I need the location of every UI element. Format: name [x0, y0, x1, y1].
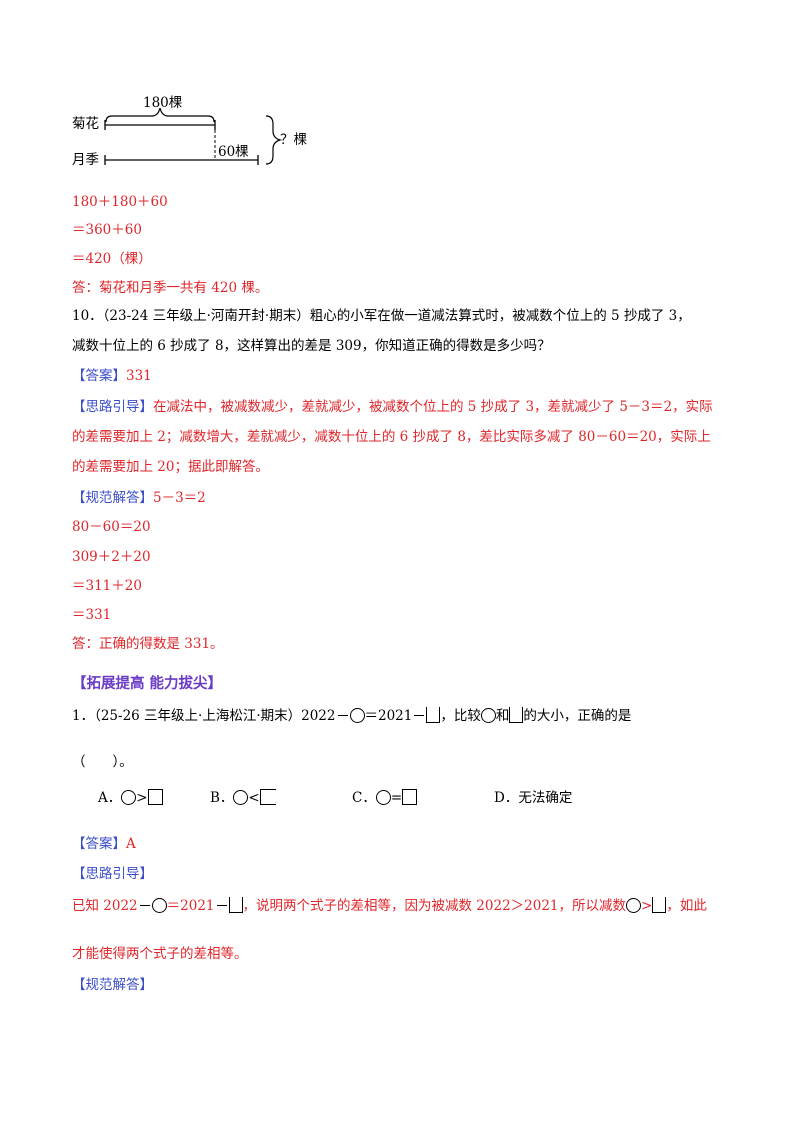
option-b-label: B．: [210, 790, 234, 806]
solution-line-1: 5－3＝2: [153, 490, 206, 506]
option-a-label: A．: [98, 790, 122, 806]
q1-hint-line-2: 才能使得两个式子的差相等。: [72, 946, 248, 962]
option-c-label: C．: [352, 790, 376, 806]
box-shape: [509, 707, 524, 723]
top-label: 180棵: [143, 95, 183, 111]
solution-line-5: ＝331: [72, 607, 112, 623]
q1-line-1: 1．（25-26 三年级上·上海松江·期末）2022 ＝2021 ，比较和的大小，正…: [72, 706, 631, 726]
q1-hint-line-1: 已知 2022 ＝2021 ，说明两个式子的差相等，因为被减数 2022＞2021，…: [72, 896, 707, 916]
q10-hint-line-2: 的差需要加上 2；减数增大，差就减少，减数十位上的 6 抄成了 8，差比实际多减…: [72, 429, 711, 445]
diff-label: 60棵: [218, 144, 249, 160]
q10-answer: 【答案】331: [72, 366, 152, 386]
q10-hint-line-1: 【思路引导】在减法中，被减数减少，差就减少，被减数个位上的 5 抄成了 3，差就…: [72, 397, 713, 417]
greater-sign: >: [641, 898, 653, 914]
box-shape: [652, 897, 667, 913]
q10-line-1: 10．（23-24 三年级上·河南开封·期末）粗心的小军在做一道减法算式时，被减…: [72, 308, 691, 324]
answer-value: 331: [126, 368, 152, 384]
hint-part-b: ＝2021: [166, 898, 215, 914]
q1-and: 和: [495, 708, 510, 724]
hint-tag: 【思路引导】: [72, 399, 153, 415]
minus-sign: [414, 714, 425, 716]
circle-shape: [349, 708, 365, 723]
circle-shape: [121, 790, 137, 805]
q10-hint-line-3: 的差需要加上 20；据此即解答。: [72, 459, 269, 475]
q1-paren: （ ）。: [72, 754, 133, 770]
answer-value: A: [126, 836, 136, 852]
answer-tag: 【答案】: [72, 368, 126, 384]
solution-line-4: ＝311＋20: [72, 578, 142, 594]
circle-shape: [233, 790, 249, 805]
box-shape: [402, 789, 418, 805]
q10-line-2: 减数十位上的 6 抄成了 8，这样算出的差是 309，你知道正确的得数是多少吗？: [72, 338, 551, 354]
q1-prefix: 1．（25-26 三年级上·上海松江·期末）2022: [72, 708, 336, 724]
q1-eq: ＝2021: [364, 708, 413, 724]
calc-line-2: ＝360＋60: [72, 222, 142, 238]
solution-line-2: 80－60＝20: [72, 519, 151, 535]
circle-shape: [480, 708, 496, 723]
calc-answer: 答：菊花和月季一共有 420 棵。: [72, 280, 269, 296]
box-shape: [228, 897, 243, 913]
hint-part-a: 已知 2022: [72, 898, 138, 914]
minus-sign: [337, 714, 348, 716]
circle-shape: [626, 898, 642, 913]
diagram-lines: [104, 107, 283, 165]
calc-line-3: ＝420（棵）: [72, 251, 152, 267]
solution-answer: 答：正确的得数是 331。: [72, 636, 224, 652]
circle-shape: [151, 898, 167, 913]
q1-answer: 【答案】A: [72, 834, 136, 854]
q1-hint-tag: 【思路引导】: [72, 866, 153, 882]
option-a[interactable]: A． >: [98, 788, 163, 808]
equal-sign: =: [390, 790, 403, 806]
hint-part-c: ，说明两个式子的差相等，因为被减数 2022＞2021，所以减数: [242, 898, 627, 914]
solution-tag: 【规范解答】: [72, 490, 153, 506]
q1-tail: 的大小，正确的是: [523, 708, 632, 724]
option-d[interactable]: D．无法确定: [494, 790, 573, 806]
minus-sign: [216, 904, 227, 906]
box-shape: [147, 789, 163, 805]
q1-compare: ，比较: [440, 708, 481, 724]
q10-solution: 【规范解答】5－3＝2: [72, 488, 206, 508]
hint-text-1: 在减法中，被减数减少，差就减少，被减数个位上的 5 抄成了 3，差就减少了 5－…: [153, 399, 713, 415]
q1-solution-tag: 【规范解答】: [72, 977, 153, 993]
row1-label: 菊花: [72, 116, 99, 132]
greater-sign: >: [136, 790, 148, 806]
right-brace: [265, 115, 283, 165]
top-brace: [105, 107, 215, 123]
row2-label: 月季: [72, 152, 99, 168]
circle-shape: [375, 790, 391, 805]
option-c[interactable]: C． =: [352, 788, 418, 808]
minus-sign: [139, 904, 150, 906]
solution-line-3: 309＋2＋20: [72, 549, 151, 565]
answer-tag: 【答案】: [72, 836, 126, 852]
less-sign: <: [248, 790, 260, 806]
section-heading: 【拓展提高 能力拔尖】: [72, 676, 223, 692]
calc-line-1: 180＋180＋60: [72, 194, 168, 210]
hint-part-d: ，如此: [666, 898, 707, 914]
box-shape: [426, 707, 441, 723]
option-b[interactable]: B． <: [210, 788, 276, 808]
box-shape: [259, 789, 276, 805]
total-label: ？棵: [280, 132, 307, 148]
